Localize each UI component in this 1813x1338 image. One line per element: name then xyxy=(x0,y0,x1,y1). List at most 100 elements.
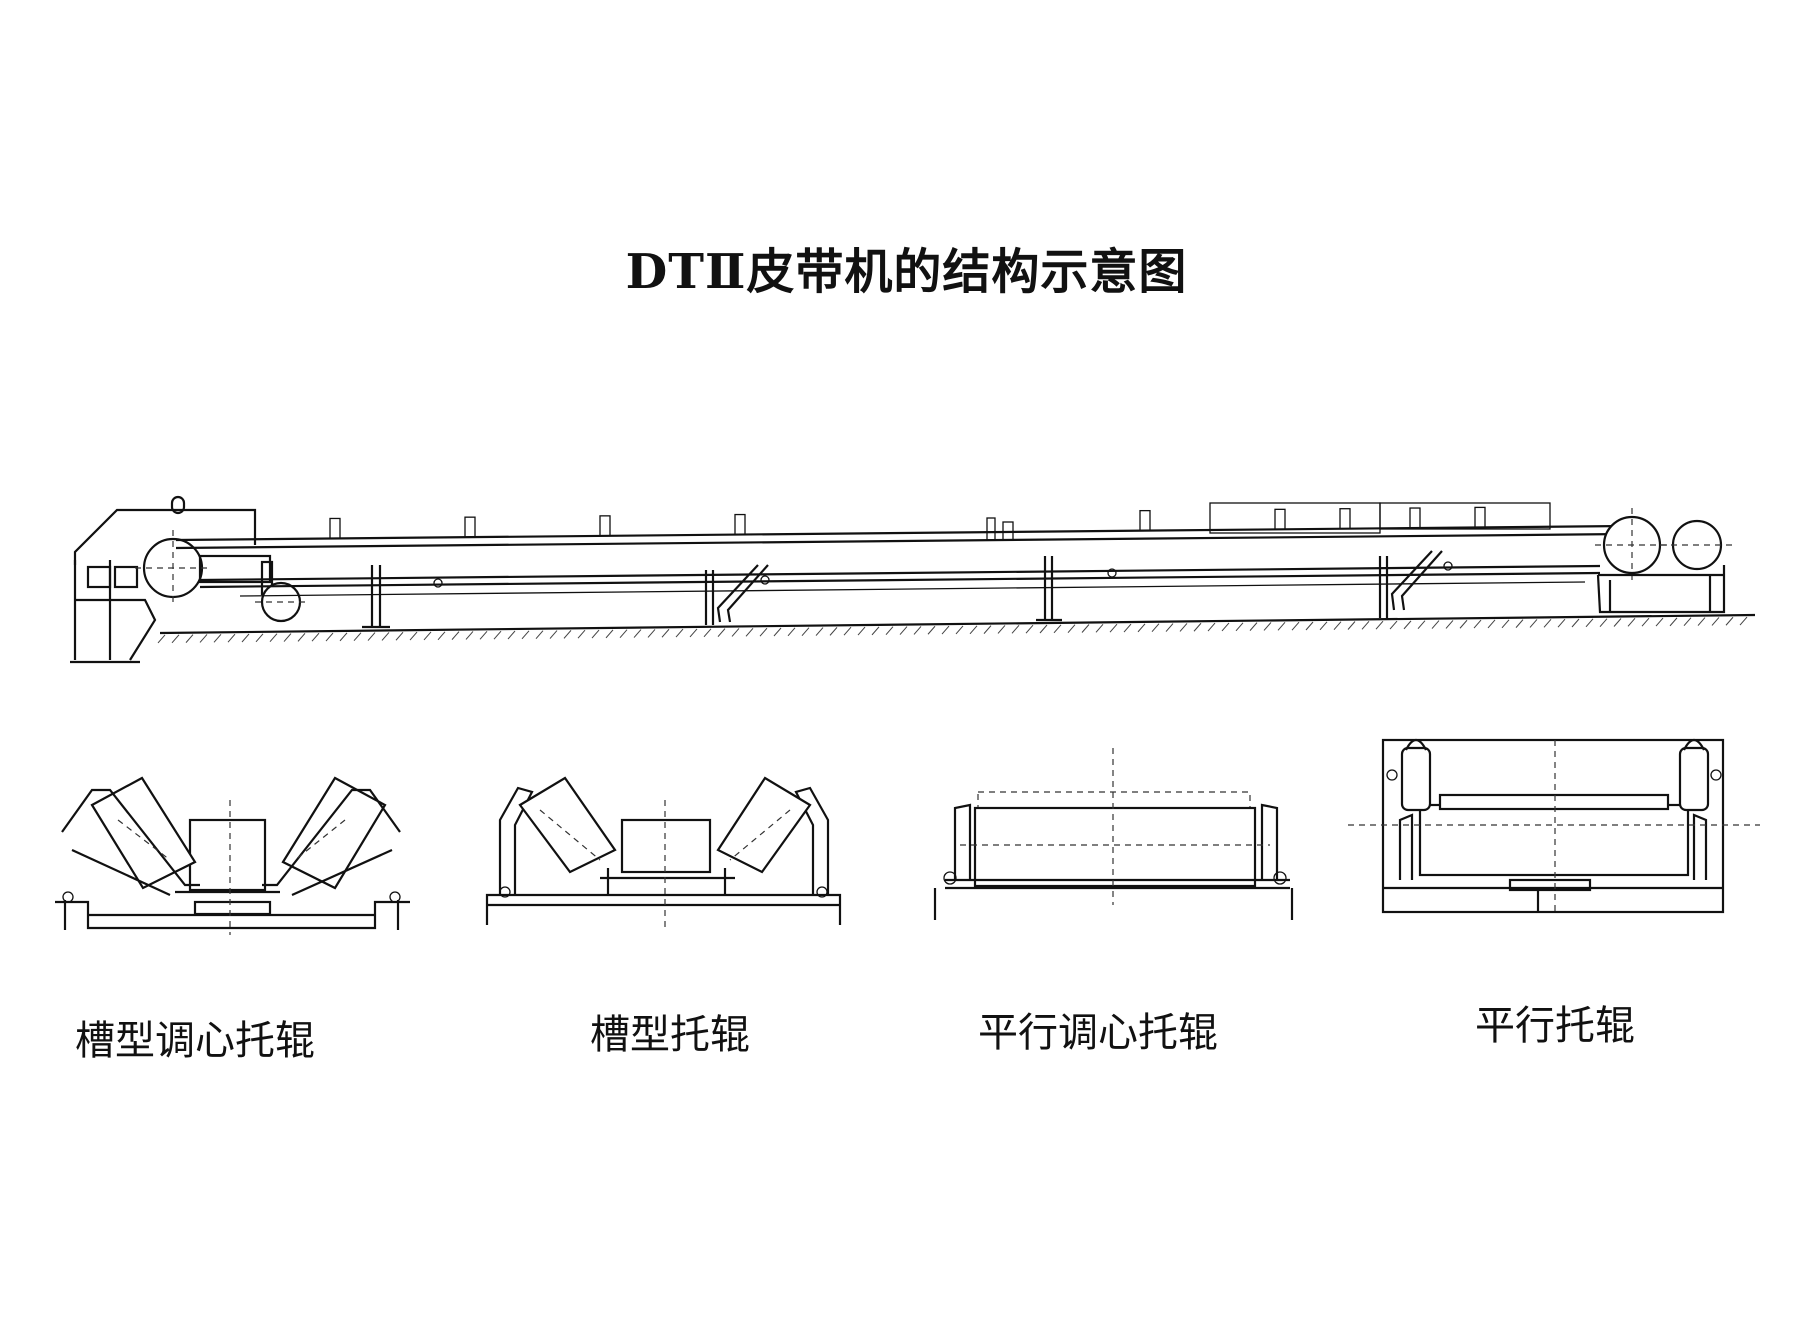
ground-hatch-line xyxy=(255,633,264,643)
ground-hatch-line xyxy=(941,625,950,635)
ground-hatch-line xyxy=(549,630,558,639)
troughed-self-aligning-idler xyxy=(55,776,410,935)
ground-hatch-line xyxy=(885,626,894,636)
ground-hatch-line xyxy=(1193,622,1202,632)
ground-hatch-line xyxy=(969,625,978,635)
ground-hatch-line xyxy=(199,634,208,643)
ground-hatch-line xyxy=(745,627,754,637)
flat-idler xyxy=(1348,738,1760,915)
ground-hatch-line xyxy=(367,632,376,641)
ground-hatch-line xyxy=(1207,622,1216,632)
ground-hatch-line xyxy=(1235,622,1244,632)
ground-line xyxy=(159,613,1756,635)
ground-hatch-line xyxy=(1333,621,1342,631)
ground-hatch-line xyxy=(1347,621,1356,630)
ground-hatch-line xyxy=(675,628,684,638)
caption-flat-self-aligning: 平行调心托辊 xyxy=(978,1010,1218,1056)
ground-hatch-line xyxy=(521,630,530,640)
center-roller xyxy=(188,818,267,892)
ground-hatch-line xyxy=(1277,621,1286,631)
ground-hatch-line xyxy=(311,632,320,642)
ground-hatch-line xyxy=(1039,624,1048,634)
ground-hatch-line xyxy=(1739,616,1748,626)
ground-hatch-line xyxy=(787,627,796,637)
ground-hatch-line xyxy=(871,626,880,636)
ground-hatch-line xyxy=(493,630,502,640)
ground-hatch-line xyxy=(913,626,922,635)
ground-hatch-line xyxy=(997,625,1006,634)
ground-hatch-line xyxy=(1599,618,1608,627)
left-wing-roller xyxy=(518,776,617,874)
ground-hatch-line xyxy=(1501,619,1510,629)
ground-hatch-line xyxy=(731,628,740,637)
ground-hatch-line xyxy=(703,628,712,638)
ground-hatch-line xyxy=(1053,624,1062,634)
ground-hatch-line xyxy=(661,628,670,638)
ground-hatch-line xyxy=(381,632,390,641)
carrying-idler xyxy=(464,516,476,538)
ground-hatch-line xyxy=(185,634,194,643)
ground-hatch-line xyxy=(1417,620,1426,630)
ground-hatch-line xyxy=(1725,616,1734,626)
ground-hatch-line xyxy=(801,627,810,637)
ground-hatch-line xyxy=(1165,623,1174,632)
ground-hatch-line xyxy=(1669,617,1678,627)
ground-hatch-line xyxy=(1403,620,1412,630)
right-wing-roller xyxy=(716,776,812,874)
carrying-idler xyxy=(1274,508,1286,530)
ground-hatch-line xyxy=(535,630,544,640)
ground-hatch-line xyxy=(409,631,418,641)
ground-hatch-line xyxy=(577,629,586,639)
ground-hatch-line xyxy=(647,629,656,638)
carrying-idler xyxy=(1139,509,1151,532)
ground-hatch-line xyxy=(633,629,642,638)
ground-hatch-line xyxy=(1431,620,1440,629)
frame-legs xyxy=(362,556,1389,629)
diagram-title: DTⅡ皮带机的结构示意图 xyxy=(625,244,1188,300)
ground-hatch-line xyxy=(843,626,852,636)
ground-hatch-line xyxy=(605,629,614,639)
ground-hatch-line xyxy=(1487,619,1496,629)
ground-hatch-line xyxy=(1263,622,1272,631)
ground-hatch-line xyxy=(1459,619,1468,629)
ground-hatch-line xyxy=(1389,620,1398,630)
return-belt xyxy=(239,581,1586,597)
ground-hatch-line xyxy=(1655,617,1664,627)
ground-hatch-line xyxy=(1067,624,1076,634)
conveyor-side-view xyxy=(70,495,1756,664)
carrying-idler xyxy=(734,513,746,536)
carrying-idler xyxy=(599,515,611,537)
ground-hatch-line xyxy=(1697,617,1706,626)
ground-hatch-line xyxy=(437,631,446,641)
ground-hatch xyxy=(157,616,1748,644)
ground-hatch-line xyxy=(1081,624,1090,633)
tail-frame xyxy=(1596,565,1726,614)
carrying-idlers xyxy=(329,506,1486,540)
ground-hatch-line xyxy=(619,629,628,639)
drive-unit xyxy=(198,554,274,596)
troughed-idler xyxy=(485,776,842,930)
loading-chute xyxy=(716,550,1443,623)
ground-hatch-line xyxy=(857,626,866,636)
ground-hatch-line xyxy=(563,630,572,639)
flat-roller xyxy=(1418,803,1690,877)
carrying-idler xyxy=(1474,506,1486,529)
ground-hatch-line xyxy=(1151,623,1160,633)
ground-hatch-line xyxy=(1291,621,1300,631)
right-wing-roller xyxy=(281,776,387,890)
ground-hatch-line xyxy=(1095,624,1104,633)
flat-roller xyxy=(973,806,1257,888)
carrying-belt xyxy=(175,524,1626,542)
carrying-idler xyxy=(1409,507,1421,529)
ground-hatch-line xyxy=(1137,623,1146,633)
ground-hatch-line xyxy=(1025,624,1034,634)
ground-hatch-line xyxy=(1557,618,1566,628)
guide-roller-left xyxy=(1400,746,1432,812)
ground-hatch-line xyxy=(339,632,348,642)
tensioner xyxy=(986,517,996,541)
ground-hatch-line xyxy=(1571,618,1580,628)
ground-hatch-line xyxy=(1515,619,1524,628)
ground-hatch-line xyxy=(451,631,460,640)
ground-hatch-line xyxy=(759,627,768,637)
ground-hatch-line xyxy=(983,625,992,634)
